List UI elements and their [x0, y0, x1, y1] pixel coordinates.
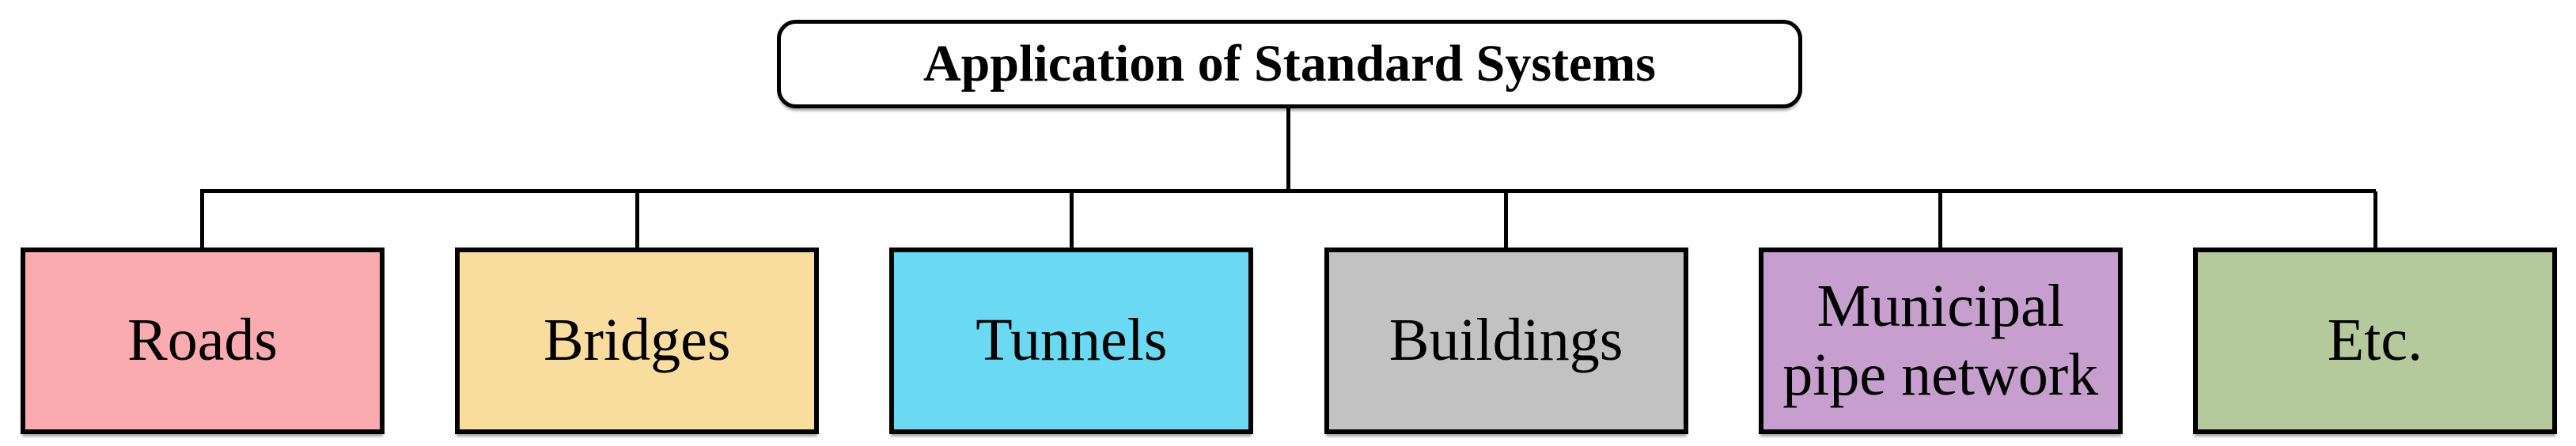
- connector-stub-buildings: [1504, 191, 1508, 250]
- child-node-row: Roads Bridges Tunnels Buildings Municipa…: [21, 248, 2557, 434]
- node-tunnels: Tunnels: [889, 248, 1254, 434]
- connector-stub-municipal-pipe-network: [1938, 191, 1942, 250]
- node-roads: Roads: [21, 248, 385, 434]
- node-buildings-label: Buildings: [1388, 307, 1623, 374]
- node-municipal-pipe-network: Municipal pipe network: [1758, 248, 2123, 434]
- connector-stub-roads: [200, 191, 204, 250]
- node-etc-label: Etc.: [2327, 307, 2423, 374]
- connector-stub-etc: [2373, 191, 2377, 250]
- root-node-label: Application of Standard Systems: [923, 35, 1656, 93]
- node-etc: Etc.: [2192, 248, 2557, 434]
- node-roads-label: Roads: [127, 307, 278, 374]
- root-node-application-of-standard-systems: Application of Standard Systems: [777, 20, 1802, 108]
- connector-stub-tunnels: [1070, 191, 1074, 250]
- node-buildings: Buildings: [1324, 248, 1688, 434]
- connector-horizontal-rail: [200, 189, 2376, 193]
- connector-trunk-line: [1286, 107, 1290, 193]
- node-bridges: Bridges: [455, 248, 820, 434]
- node-municipal-pipe-network-label: Municipal pipe network: [1782, 272, 2099, 408]
- node-tunnels-label: Tunnels: [975, 307, 1168, 374]
- node-bridges-label: Bridges: [543, 307, 731, 374]
- connector-stub-bridges: [635, 191, 639, 250]
